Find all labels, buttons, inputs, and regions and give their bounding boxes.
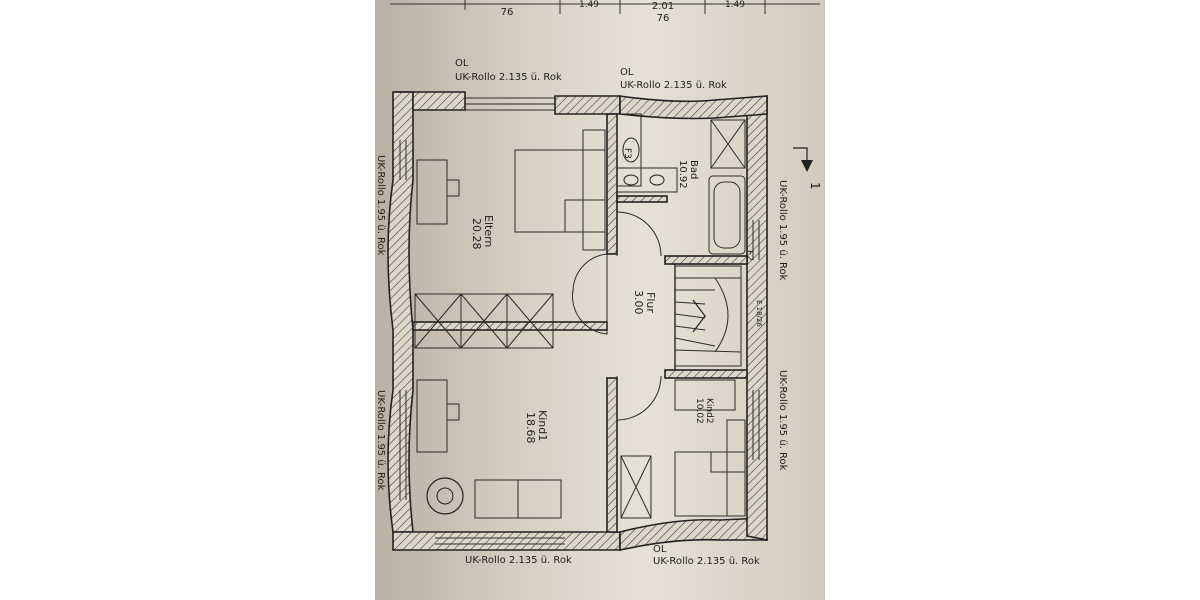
bathtub bbox=[708, 175, 746, 255]
note-rollo-top-left: UK-Rollo 2.135 ü. Rok bbox=[455, 72, 562, 83]
floor-plan-photo: 76 1.49 2.01 76 1.49 OL UK-Rollo 2.135 ü… bbox=[375, 0, 825, 600]
wardrobe bbox=[414, 293, 554, 349]
dim-top-2: 1.49 bbox=[579, 0, 599, 10]
room-name-kind1: Kind1 bbox=[536, 410, 549, 441]
room-area-flur: 3.00 bbox=[632, 290, 645, 315]
room-name-flur: Flur bbox=[644, 292, 657, 313]
room-name-eltern: Eltern bbox=[482, 215, 495, 247]
kind2-furniture bbox=[620, 379, 746, 519]
room-label-kind2: Kind2 10.02 bbox=[694, 398, 714, 424]
tag-stair: E 18/26 bbox=[755, 300, 763, 327]
note-rollo-right-lower: UK-Rollo 1.95 ü. Rok bbox=[777, 370, 788, 471]
exterior-walls bbox=[387, 91, 768, 551]
plant-icon bbox=[426, 477, 464, 515]
eltern-furniture bbox=[416, 129, 606, 251]
dim-top-4: 76 bbox=[657, 13, 670, 24]
dim-top-5: 1.49 bbox=[725, 0, 745, 10]
note-rollo-right-upper: UK-Rollo 1.95 ü. Rok bbox=[777, 180, 788, 281]
tag-f3: F3 bbox=[622, 148, 632, 159]
note-ol-top-right: OL bbox=[620, 67, 634, 78]
note-rollo-top-right: UK-Rollo 2.135 ü. Rok bbox=[620, 80, 727, 91]
note-rollo-left-upper: UK-Rollo 1.95 ü. Rok bbox=[375, 155, 386, 256]
room-label-kind1: Kind1 18.68 bbox=[524, 410, 549, 444]
note-rollo-bottom-right: UK-Rollo 2.135 ü. Rok bbox=[653, 556, 760, 567]
interior-walls bbox=[412, 113, 748, 533]
kind1-furniture bbox=[416, 379, 562, 519]
floor-plan: 76 1.49 2.01 76 1.49 OL UK-Rollo 2.135 ü… bbox=[375, 0, 822, 567]
staircase bbox=[674, 265, 742, 367]
dim-top-3: 2.01 bbox=[652, 1, 674, 12]
windows bbox=[399, 97, 760, 545]
dim-top-1: 76 bbox=[501, 7, 514, 18]
section-marker: 1 bbox=[793, 147, 822, 190]
room-label-eltern: Eltern 20.28 bbox=[470, 215, 495, 250]
room-area-kind1: 18.68 bbox=[524, 412, 537, 444]
section-number: 1 bbox=[808, 182, 822, 190]
room-area-bad: 10.92 bbox=[677, 160, 688, 189]
room-area-kind2: 10.02 bbox=[694, 398, 704, 424]
note-rollo-bottom-left: UK-Rollo 2.135 ü. Rok bbox=[465, 555, 572, 566]
room-name-bad: Bad bbox=[688, 160, 699, 179]
note-ol-bottom-right: OL bbox=[653, 544, 667, 555]
room-label-bad: Bad 10.92 bbox=[677, 160, 699, 189]
room-name-kind2: Kind2 bbox=[704, 398, 714, 424]
bad-fixtures bbox=[616, 113, 746, 255]
top-dimension-line: 76 1.49 2.01 76 1.49 bbox=[390, 0, 820, 24]
room-area-eltern: 20.28 bbox=[470, 218, 483, 250]
note-ol-top-left: OL bbox=[455, 58, 469, 69]
room-label-flur: Flur 3.00 bbox=[632, 290, 657, 315]
tag-f2: F2 bbox=[744, 250, 754, 261]
door-swings bbox=[572, 211, 662, 421]
note-rollo-left-lower: UK-Rollo 1.95 ü. Rok bbox=[375, 390, 386, 491]
